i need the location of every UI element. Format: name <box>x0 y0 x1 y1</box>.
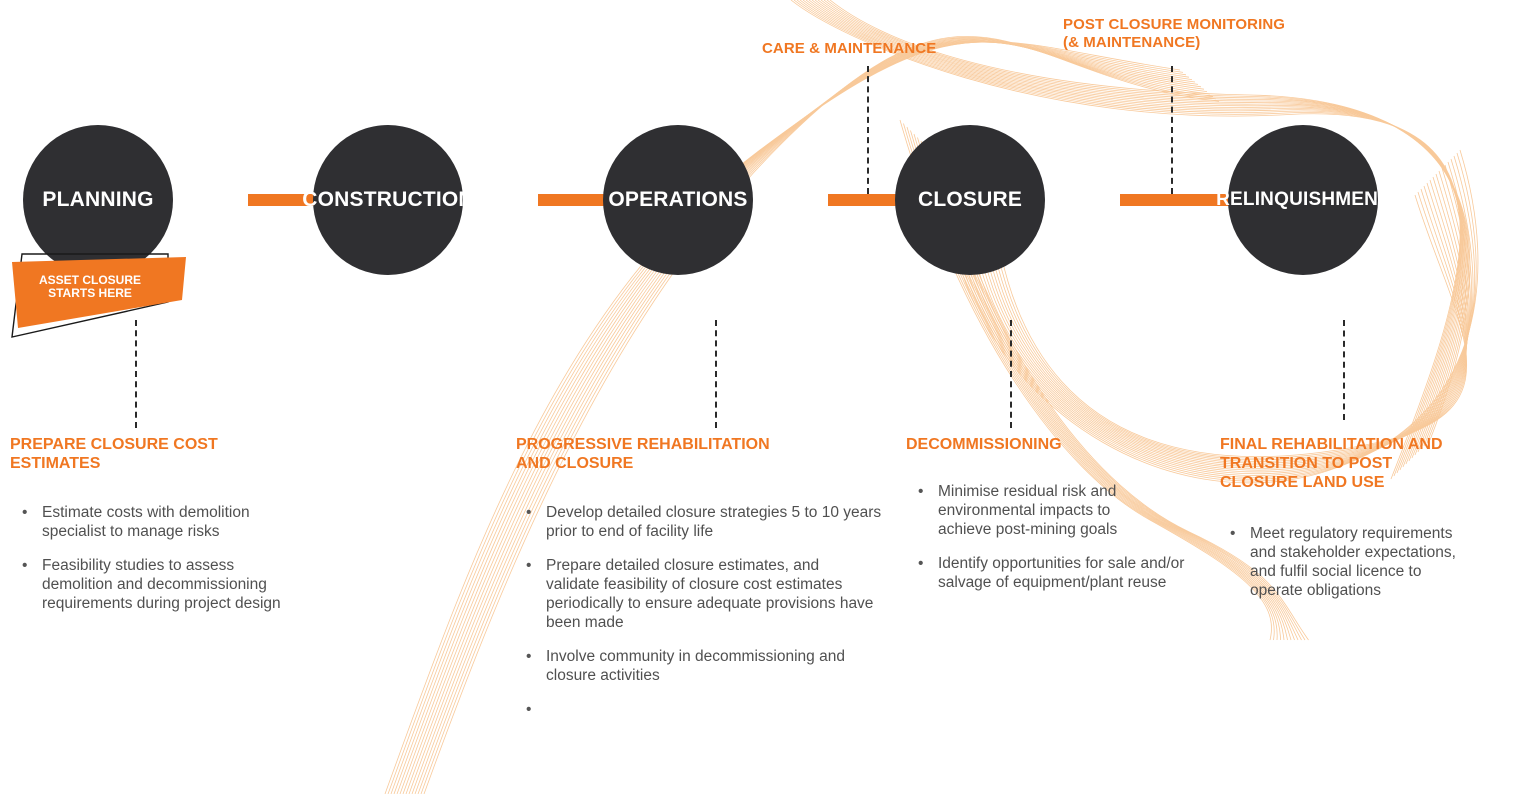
list-item: Meet regulatory requirements and stakeho… <box>1228 524 1470 600</box>
section-title-final-rehab-line3: CLOSURE LAND USE <box>1220 474 1385 491</box>
wave-strand <box>829 0 1471 441</box>
wave-strand <box>993 188 1467 461</box>
dashed-line-operations <box>715 320 717 428</box>
list-item: Prepare detailed closure estimates, and … <box>524 556 876 632</box>
stage-closure-label: CLOSURE <box>917 188 1023 211</box>
wave-strand <box>793 0 1461 477</box>
wave-strand <box>975 170 1469 471</box>
section-title-cost-estimates-line1: PREPARE CLOSURE COST <box>10 436 218 453</box>
dashed-line-care-maintenance <box>867 66 869 194</box>
connector-closure-relinquishment <box>1120 194 1232 206</box>
stage-planning-label: PLANNING <box>42 188 154 211</box>
list-item: Feasibility studies to assess demolition… <box>20 556 282 613</box>
dashed-line-planning <box>135 320 137 428</box>
section-title-decommissioning: DECOMMISSIONING <box>906 436 1062 453</box>
post-closure-label-line1: POST CLOSURE MONITORING <box>1063 16 1286 33</box>
wave-strand <box>790 0 1461 480</box>
wave-strand <box>399 41 1196 794</box>
wave-strand <box>981 176 1468 468</box>
wave-strand <box>808 0 1464 462</box>
wave-strand <box>996 191 1467 459</box>
wave-strand <box>999 194 1468 457</box>
list-item: Identify opportunities for sale and/or s… <box>916 554 1196 592</box>
section-title-progressive-line2: AND CLOSURE <box>516 455 634 472</box>
badge-text: ASSET CLOSURE STARTS HERE <box>38 273 141 300</box>
list-item: Minimise residual risk and environmental… <box>916 482 1168 539</box>
list-item <box>524 700 889 719</box>
stage-closure: CLOSURE <box>895 125 1045 275</box>
connector-planning-construction <box>248 194 318 206</box>
wave-strand <box>972 167 1470 473</box>
wave-strand <box>969 164 1471 475</box>
stage-operations: OPERATIONS <box>603 125 753 275</box>
wave-strand <box>405 40 1202 794</box>
stage-relinquishment: RELINQUISHMENT <box>1216 125 1390 275</box>
stage-relinquishment-label: RELINQUISHMENT <box>1216 189 1390 210</box>
dashed-line-closure <box>1010 320 1012 428</box>
wave-strand <box>966 161 1473 476</box>
section-title-final-rehab-line2: TRANSITION TO POST <box>1220 455 1393 472</box>
wave-strand <box>984 179 1468 466</box>
wave-strand <box>802 0 1462 468</box>
wave-strand <box>960 155 1475 480</box>
wave-strand <box>990 185 1467 462</box>
list-item: Involve community in decommissioning and… <box>524 647 889 685</box>
wave-strand <box>811 0 1464 459</box>
list-item: Estimate costs with demolition specialis… <box>20 503 310 541</box>
wave-strand <box>826 0 1470 444</box>
bullets-decommissioning: Minimise residual risk and environmental… <box>916 482 1196 607</box>
asset-closure-badge <box>11 253 186 338</box>
stage-construction: CONSTRUCTION <box>302 125 474 275</box>
stage-operations-label: OPERATIONS <box>608 188 748 211</box>
dashed-line-relinquishment <box>1343 320 1345 420</box>
stage-planning: PLANNING <box>23 125 173 275</box>
wave-strand <box>957 152 1477 482</box>
wave-strand <box>805 0 1463 465</box>
list-item: Develop detailed closure strategies 5 to… <box>524 503 889 541</box>
wave-strand <box>978 173 1469 469</box>
bullets-progressive: Develop detailed closure strategies 5 to… <box>524 503 889 734</box>
wave-strand <box>987 182 1467 464</box>
section-title-final-rehab-line1: FINAL REHABILITATION AND <box>1220 436 1443 453</box>
wave-strand <box>796 0 1462 474</box>
wave-strand <box>799 0 1462 471</box>
care-maintenance-label: CARE & MAINTENANCE <box>762 40 937 57</box>
section-title-cost-estimates-line2: ESTIMATES <box>10 455 101 472</box>
bullets-final-rehab: Meet regulatory requirements and stakeho… <box>1228 524 1478 615</box>
stage-construction-label: CONSTRUCTION <box>302 188 474 211</box>
bullets-cost-estimates: Estimate costs with demolition specialis… <box>20 503 310 628</box>
wave-strand <box>402 40 1199 794</box>
post-closure-label-line2: (& MAINTENANCE) <box>1063 34 1201 51</box>
connector-construction-operations <box>538 194 608 206</box>
connector-operations-closure <box>828 194 900 206</box>
section-title-progressive-line1: PROGRESSIVE REHABILITATION <box>516 436 770 453</box>
dashed-line-post-closure <box>1171 66 1173 194</box>
wave-strand <box>423 35 1220 794</box>
